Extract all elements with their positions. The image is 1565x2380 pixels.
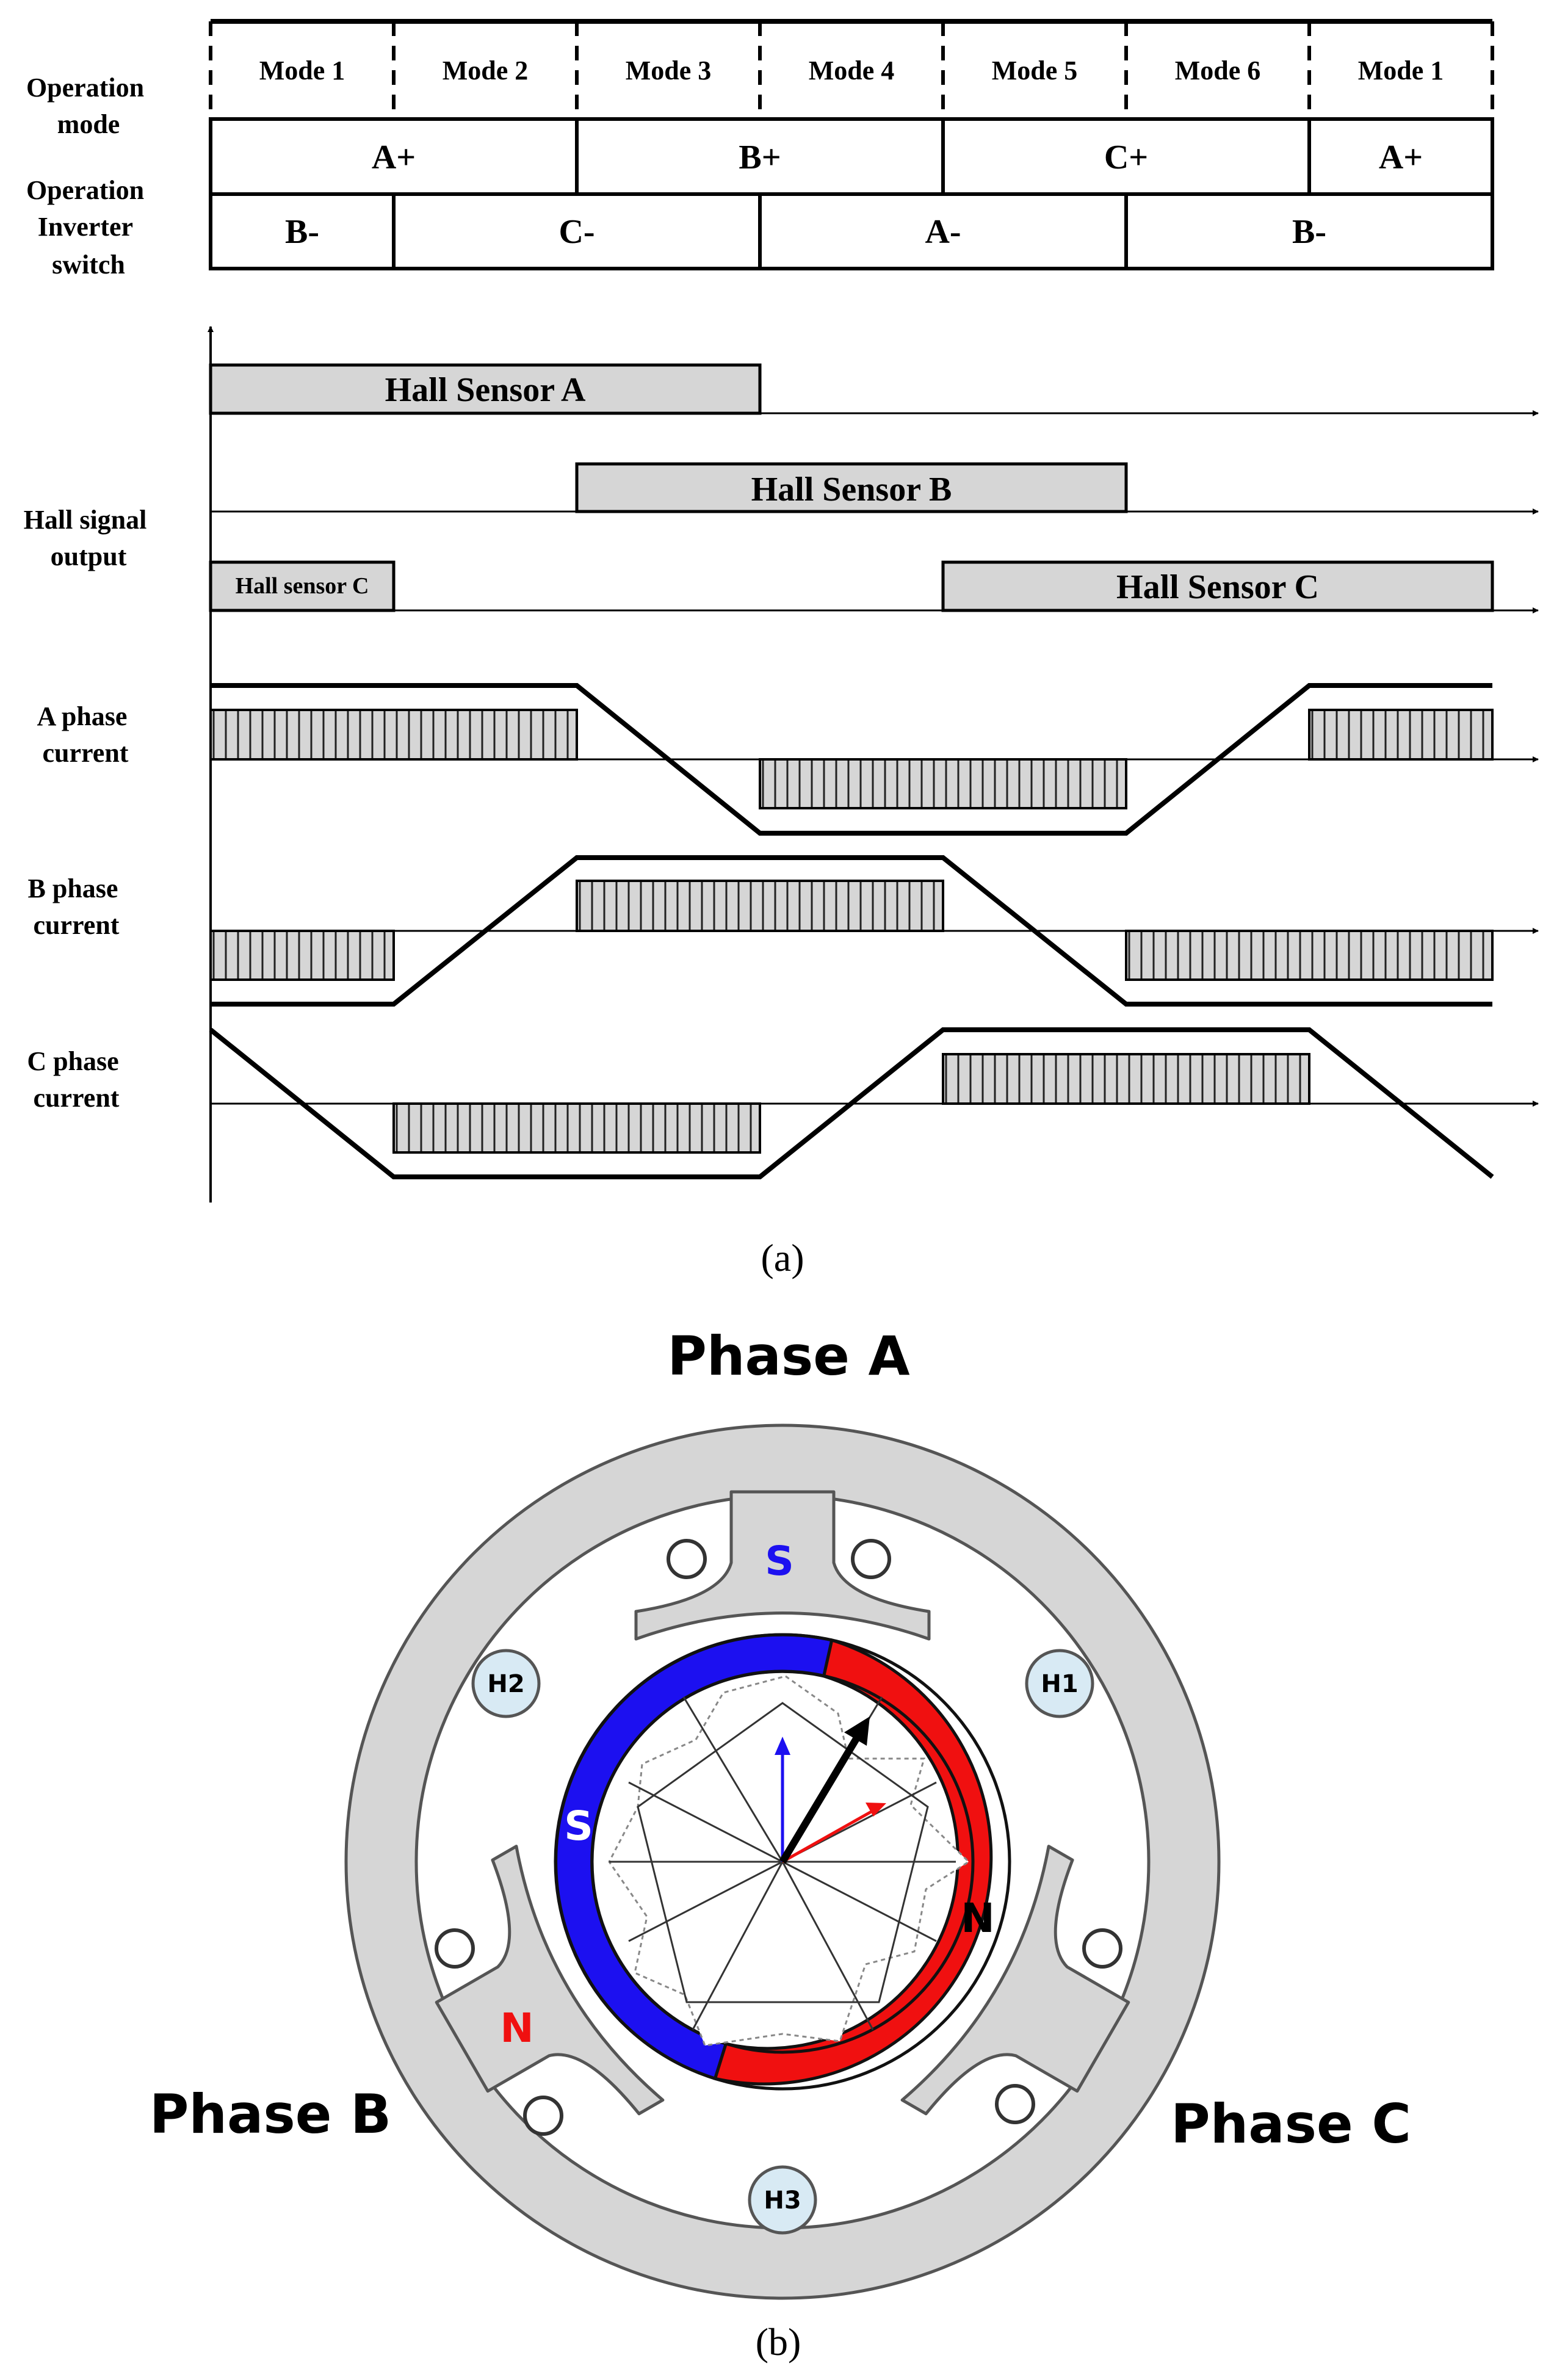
mode-cell: Mode 3 bbox=[626, 56, 712, 85]
hall-sensor-c-label: Hall Sensor C bbox=[1116, 568, 1319, 606]
rotor-star-pattern bbox=[608, 1675, 970, 2047]
c-phase-waveform bbox=[209, 1027, 1494, 1179]
rotor-magnet-ring: S N bbox=[554, 1633, 1011, 2091]
hall-sensor-a-pulse: Hall Sensor A bbox=[209, 363, 762, 415]
label-a-phase-current: A phase current bbox=[37, 701, 134, 768]
mode-cell: Mode 5 bbox=[992, 56, 1078, 85]
a-phase-waveform bbox=[209, 683, 1494, 836]
svg-text:H1: H1 bbox=[1041, 1670, 1078, 1698]
svg-text:H3: H3 bbox=[764, 2186, 801, 2215]
hall-sensor-c-pulse-start: Hall sensor C bbox=[209, 560, 396, 612]
resultant-vector-arrowhead bbox=[844, 1716, 870, 1746]
lower-switch-row: B- C- A- B- bbox=[209, 192, 1494, 270]
caption-b: (b) bbox=[756, 2320, 801, 2364]
phase-c-label: Phase C bbox=[1171, 2092, 1411, 2155]
upper-switch-cell: A+ bbox=[372, 139, 416, 176]
stator-pole-n-label: N bbox=[500, 2005, 533, 2052]
mode-cell: Mode 4 bbox=[809, 56, 895, 85]
mode-cell: Mode 6 bbox=[1175, 56, 1261, 85]
hall-sensor-h3: H3 bbox=[748, 2165, 817, 2235]
timing-diagram: Operation mode Operation Inverter switch… bbox=[24, 19, 1539, 1279]
lower-switch-cell: A- bbox=[925, 213, 961, 251]
mode-cell: Mode 2 bbox=[443, 56, 529, 85]
mode-cell: Mode 1 bbox=[259, 56, 345, 85]
label-b-phase-current: B phase current bbox=[28, 874, 125, 940]
phase-a-label: Phase A bbox=[667, 1325, 909, 1387]
caption-a: (a) bbox=[761, 1236, 804, 1279]
label-operation-mode: Operation mode bbox=[26, 73, 151, 139]
b-phase-waveform bbox=[209, 855, 1494, 1007]
motor-cross-section: Phase A Phase B Phase C S N H bbox=[150, 1325, 1411, 2364]
hall-sensor-c-pulse: Hall Sensor C bbox=[941, 560, 1494, 612]
upper-switch-cell: C+ bbox=[1104, 139, 1148, 176]
phase-a-vector-arrowhead bbox=[775, 1737, 790, 1755]
phase-c-field-vector bbox=[781, 1806, 879, 1864]
hall-sensor-b-label: Hall Sensor B bbox=[751, 471, 952, 508]
winding-slots bbox=[435, 1539, 1122, 2136]
lower-switch-cell: B- bbox=[285, 213, 319, 251]
hall-sensor-a-label: Hall Sensor A bbox=[385, 371, 586, 409]
hall-sensor-b-pulse: Hall Sensor B bbox=[575, 462, 1128, 513]
hall-sensor-h1: H1 bbox=[1025, 1649, 1094, 1718]
stator-pole-s-label: S bbox=[765, 1538, 794, 1585]
lower-switch-cell: C- bbox=[558, 213, 595, 251]
hall-sensor-h2: H2 bbox=[471, 1649, 541, 1718]
phase-c-vector-arrowhead bbox=[866, 1803, 886, 1817]
rotor-n-label: N bbox=[961, 1895, 994, 1942]
label-operation-inverter-switch: Operation Inverter switch bbox=[26, 175, 151, 280]
label-c-phase-current: C phase current bbox=[27, 1046, 125, 1113]
upper-switch-row: A+ B+ C+ A+ bbox=[209, 117, 1494, 196]
lower-switch-cell: B- bbox=[1292, 213, 1326, 251]
phase-b-label: Phase B bbox=[150, 2083, 391, 2146]
mode-row: Mode 1 Mode 2 Mode 3 Mode 4 Mode 5 Mode … bbox=[209, 19, 1494, 121]
resultant-field-vector bbox=[779, 1731, 863, 1864]
label-hall-signal-output: Hall signal output bbox=[24, 505, 154, 571]
svg-text:H2: H2 bbox=[487, 1670, 524, 1698]
upper-switch-cell: B+ bbox=[739, 139, 781, 176]
upper-switch-cell: A+ bbox=[1379, 139, 1423, 176]
mode-cell: Mode 1 bbox=[1358, 56, 1444, 85]
hall-sensor-c-small-label: Hall sensor C bbox=[236, 573, 369, 599]
field-vectors bbox=[775, 1716, 886, 1864]
rotor-s-label: S bbox=[564, 1803, 593, 1850]
